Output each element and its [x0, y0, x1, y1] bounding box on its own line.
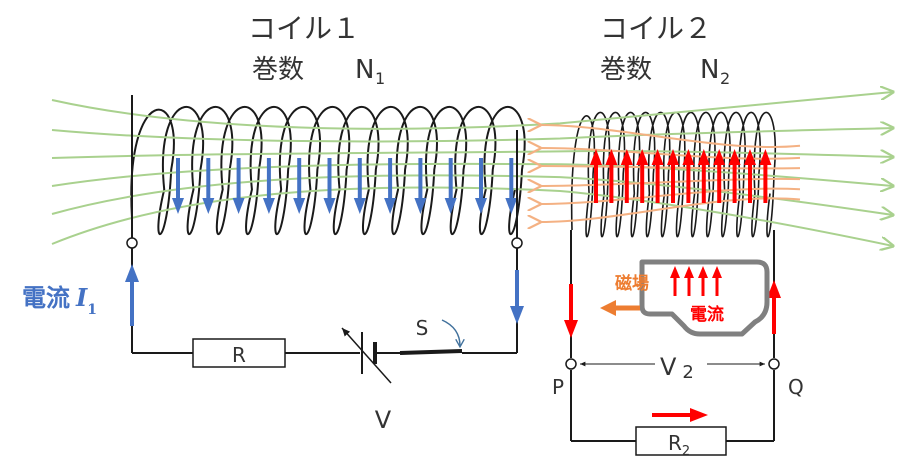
coil2-current-arrow-head: [697, 149, 710, 165]
field-line: [51, 128, 893, 143]
coil1-current-arrow-head: [414, 198, 427, 214]
coil1-current-arrows: [172, 158, 518, 214]
coil1-winding-path: [130, 105, 526, 236]
coil2-turns-symbol: N: [700, 55, 719, 85]
terminal-p-label: P: [552, 375, 564, 399]
switch-label: S: [416, 316, 429, 340]
induced-field-line: [540, 166, 801, 168]
induced-field-line: [540, 187, 801, 204]
coil1-turns-subscript: 1: [375, 69, 385, 88]
coil1-current-arrow-head: [172, 198, 184, 214]
coil1-winding: [130, 105, 526, 236]
coil2-winding-path: [570, 111, 776, 238]
coil1-current-arrow-head: [353, 198, 366, 214]
right-hand-rule-icon: [600, 259, 770, 337]
coil1-current-arrow-head: [505, 198, 518, 214]
coil1-title: コイル１: [248, 12, 360, 45]
variable-battery: [341, 327, 392, 384]
coil2-current-arrow-head: [728, 149, 741, 165]
induced-field-line: [540, 197, 801, 222]
induced-field-line: [540, 177, 801, 186]
coil2-current-arrow-head: [620, 149, 633, 165]
coil2-winding: [570, 111, 776, 238]
coil2-current-arrow-head: [713, 149, 726, 165]
induced-field-line: [540, 125, 801, 148]
coil1-current-arrow-head: [444, 198, 457, 214]
resistor-r2: [635, 426, 727, 456]
coil2-turns-label: 巻数: [600, 55, 652, 85]
coil1-turns-symbol: N: [355, 55, 374, 85]
coil2-title: コイル２: [600, 12, 712, 45]
terminal-q-label: Q: [788, 375, 804, 399]
coil2-current-arrow-head: [759, 149, 772, 165]
current1-arrow-left: [125, 264, 139, 326]
coil2-current-arrow-head: [590, 149, 602, 165]
induced-field-lines: [540, 125, 801, 222]
coil1-left-terminal: [126, 237, 138, 249]
resistor-r-label: R: [232, 343, 246, 367]
coil1-current-arrow-head: [202, 198, 215, 214]
coil1-right-terminal: [511, 237, 523, 249]
coil1-current-arrow-head: [323, 198, 336, 214]
resistor-r2-label: R2: [668, 431, 690, 459]
coil2-current-arrow-head: [744, 149, 756, 165]
coil2-current-arrows: [590, 149, 772, 203]
battery-label: V: [375, 406, 392, 434]
switch-s: [399, 319, 462, 355]
induced-current-arrow-bottom: [652, 408, 708, 422]
coil1-current-arrow-head: [384, 198, 397, 214]
coil2-current-arrow-head: [651, 149, 664, 165]
current1-arrow-right: [510, 270, 524, 324]
coil2-current-arrow-head: [636, 149, 649, 165]
hand-field-label: 磁場: [615, 273, 649, 294]
coil1-current-arrow-head: [232, 198, 245, 214]
terminal-p-node: [565, 358, 577, 370]
coil1-current-arrow-head: [262, 198, 275, 214]
induced-current-arrow-right: [767, 280, 781, 334]
coil1-current-arrow-head: [293, 198, 306, 214]
coil1-turns-label: 巻数: [252, 55, 304, 85]
induced-current-arrow-left: [564, 284, 578, 338]
coil2-current-arrow-head: [667, 149, 679, 165]
terminal-q-node: [768, 358, 780, 370]
coil2-current-arrow-head: [682, 149, 695, 165]
hand-current-label: 電流: [690, 304, 724, 325]
coil1-current-arrow-head: [475, 198, 487, 214]
coil2-current-arrow-head: [605, 149, 618, 165]
coil2-turns-subscript: 2: [720, 69, 730, 88]
resistor-r: [192, 338, 286, 368]
